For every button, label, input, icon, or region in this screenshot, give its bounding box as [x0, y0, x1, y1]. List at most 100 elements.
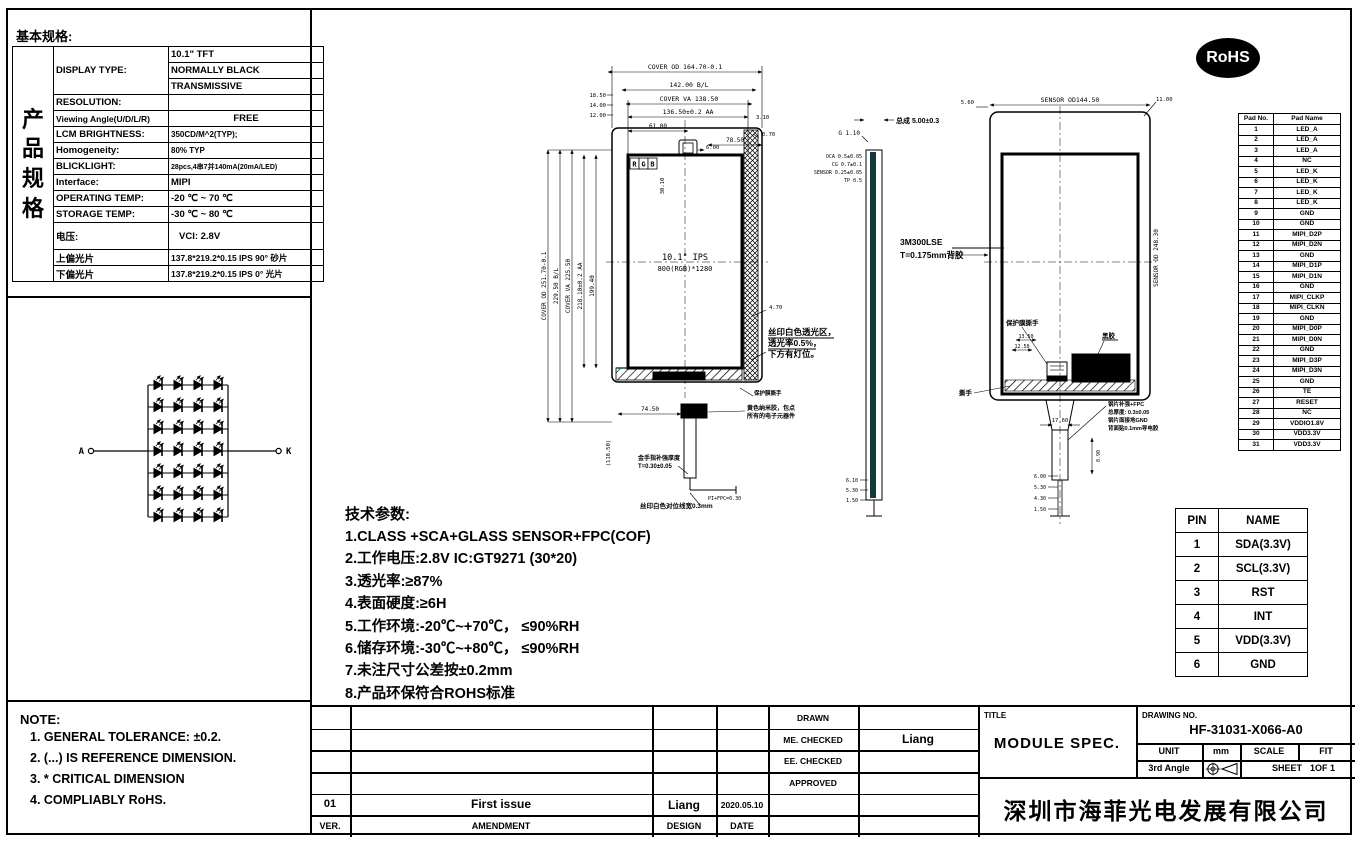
pad-no: 28: [1238, 407, 1274, 419]
dim-aa: 136.50±0.2 AA: [663, 108, 714, 116]
drawing-title: MODULE SPEC.: [993, 735, 1121, 752]
spec-value: 10.1" TFT: [168, 46, 324, 63]
approval-label-ee-checked: EE. CHECKED: [783, 756, 843, 766]
pad-name: MIPI_D1P: [1273, 260, 1341, 272]
ann-black-glue: 黑胶: [1102, 331, 1116, 340]
dim-fpc: PI+FPC=0.30: [708, 496, 741, 502]
approval-label-approved: APPROVED: [789, 778, 837, 788]
drawing-no-label: DRAWING NO.: [1142, 711, 1198, 720]
mechanical-drawing: R G B COVER OD 164.70-0.1 142.00 B/L COV…: [541, 63, 1173, 524]
stack-label: SENSOR 0.25±0.05: [814, 170, 862, 176]
pad-name: VDD3.3V: [1273, 428, 1341, 440]
sheet-frame: [6, 8, 1352, 835]
rohs-logo: RoHS: [1196, 38, 1260, 78]
ann-3m-adhesive: T=0.175mm背胶: [900, 250, 964, 260]
note-item: 4. COMPLIABLY RoHS.: [30, 793, 167, 807]
pin-name: SCL(3.3V): [1218, 556, 1308, 581]
pad-no: 29: [1238, 418, 1274, 430]
ann-protective-tab: 保护膜撕手: [1005, 318, 1039, 327]
tech-params-title: 技术参数:: [345, 506, 410, 523]
spec-table: 产品 规格 DISPLAY TYPE: 10.1" TFT NORMALLY B…: [12, 46, 324, 282]
revision-designer: Liang: [668, 798, 700, 812]
dim-bl: 142.00 B/L: [669, 81, 708, 89]
rgb-label: B: [650, 161, 654, 169]
side-bottom-dim: 5.30: [846, 488, 858, 494]
dim-right: 11.00: [1156, 97, 1173, 103]
pad-no: 17: [1238, 292, 1274, 304]
pad-name: GND: [1273, 313, 1341, 325]
ann-steel-stiffener: 钢片面接地GND: [1108, 416, 1148, 424]
ann-total-thickness: 总成 5.00±0.3: [896, 116, 939, 125]
spec-label: OPERATING TEMP:: [53, 190, 169, 207]
side-bottom-dim: 6.10: [846, 478, 858, 484]
approval-me-checked-value: Liang: [902, 732, 934, 746]
spec-value: TRANSMISSIVE: [168, 78, 324, 95]
spec-value: NORMALLY BLACK: [168, 62, 324, 79]
approval-label-me-checked: ME. CHECKED: [783, 735, 843, 745]
pad-name: LED_A: [1273, 134, 1341, 146]
revision-footer-date: DATE: [730, 821, 754, 831]
ann-translucent: 下方有灯位。: [768, 349, 819, 359]
pad-name: TE: [1273, 386, 1341, 398]
notes: NOTE: 1. GENERAL TOLERANCE: ±0.2.2. (...…: [8, 700, 310, 835]
tech-param-item: 7.未注尺寸公差按±0.2mm: [345, 663, 513, 680]
pad-no: 21: [1238, 334, 1274, 346]
pad-no: 14: [1238, 260, 1274, 272]
pad-no: 5: [1238, 166, 1274, 178]
spec-label: BLICKLIGHT:: [53, 158, 169, 175]
pad-no: 15: [1238, 271, 1274, 283]
pad-name: MIPI_D1N: [1273, 271, 1341, 283]
side-bottom-dim: 1.50: [846, 498, 858, 504]
pad-name: GND: [1273, 218, 1341, 230]
pad-no: 20: [1238, 323, 1274, 335]
pad-name: NC: [1273, 407, 1341, 419]
approval-label-drawn: DRAWN: [796, 713, 830, 723]
revision-version: 01: [323, 798, 337, 810]
pin-name: VDD(3.3V): [1218, 628, 1308, 653]
pin-name: SDA(3.3V): [1218, 532, 1308, 557]
sheet-value: 1OF 1: [1310, 763, 1336, 773]
pad-name: MIPI_D2P: [1273, 229, 1341, 241]
pad-no: 30: [1238, 428, 1274, 440]
pad-no: 2: [1238, 134, 1274, 146]
pad-no: 27: [1238, 397, 1274, 409]
pad-name: RESET: [1273, 397, 1341, 409]
spec-label: Interface:: [53, 174, 169, 191]
back-bottom-dim: 1.50: [1034, 507, 1046, 513]
dim-785: 78.50: [726, 137, 744, 144]
dim-notch: 6.00: [706, 145, 719, 151]
revision-date: 2020.05.10: [720, 800, 764, 810]
pad-name: VDD3.3V: [1273, 439, 1341, 451]
spec-label: 下偏光片: [53, 265, 169, 282]
note-item: 3. * CRITICAL DIMENSION: [30, 772, 185, 786]
dim-cover-va: COVER VA 138.50: [660, 95, 719, 103]
pin-no: 1: [1175, 532, 1219, 557]
pad-name: LED_K: [1273, 166, 1341, 178]
angle-label: 3rd Angle: [1148, 763, 1190, 773]
dim-sensor-od: SENSOR OD144.50: [1041, 96, 1100, 104]
tech-params: 技术参数: 1.CLASS +SCA+GLASS SENSOR+FPC(COF)…: [345, 503, 651, 705]
unit-label: UNIT: [1158, 746, 1180, 756]
ann-alignment: 丝印白色对位线宽0.3mm: [640, 501, 713, 510]
title-label: TITLE: [984, 711, 1007, 720]
ann-goldfinger: T=0.30±0.05: [638, 464, 672, 470]
pin-no: 6: [1175, 652, 1219, 677]
stack-label: TP 0.5: [844, 178, 862, 184]
dim-hatch2: 4.70: [769, 305, 782, 311]
ann-goldfinger: 金手指补强厚度: [637, 454, 681, 462]
pad-name: MIPI_D0P: [1273, 323, 1341, 335]
pad-no: 6: [1238, 176, 1274, 188]
stack-label: CG 0.7±0.1: [832, 162, 862, 168]
